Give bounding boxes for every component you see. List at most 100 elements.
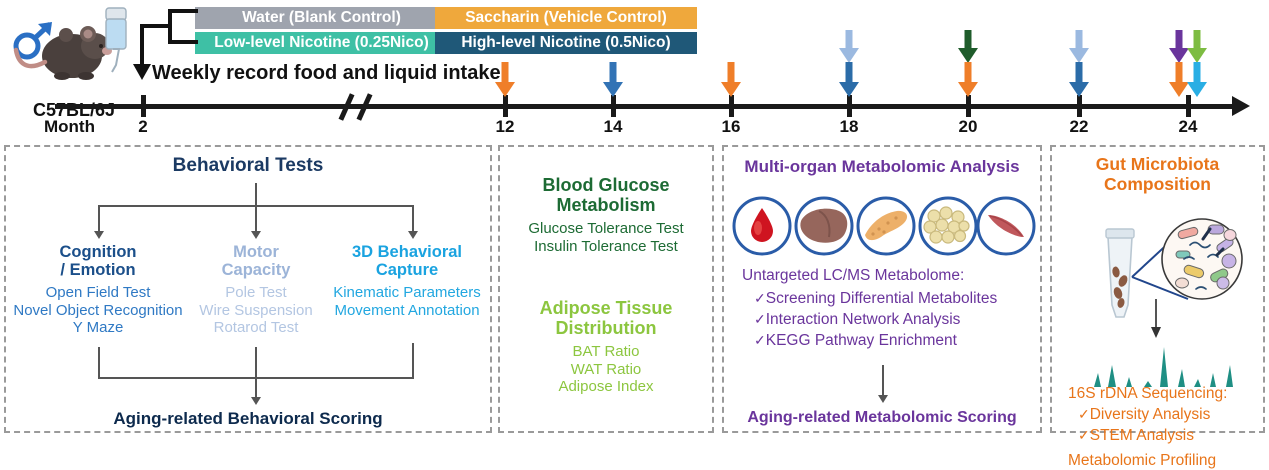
bullet-item: ✓KEGG Pathway Enrichment bbox=[754, 331, 997, 352]
bullet-label: Diversity Analysis bbox=[1089, 406, 1211, 423]
arrow-head bbox=[839, 82, 859, 97]
arrow-shaft bbox=[964, 62, 972, 82]
event-arrow-month-22 bbox=[1067, 30, 1091, 70]
glucose-title: Blood Glucose Metabolism bbox=[542, 175, 670, 216]
panel-metabolism: Blood Glucose Metabolism Glucose Toleran… bbox=[498, 145, 714, 433]
adipose-item: WAT Ratio bbox=[570, 360, 642, 378]
behavior-item: Movement Annotation bbox=[334, 301, 480, 319]
legend-item-low-nicotine: Low-level Nicotine (0.25Nico) bbox=[195, 32, 448, 54]
tick-label-24: 24 bbox=[1178, 117, 1198, 136]
check-icon: ✓ bbox=[1078, 426, 1090, 443]
arrow-shaft bbox=[1175, 62, 1183, 82]
tick-12 bbox=[503, 95, 508, 117]
organ-icon-row bbox=[731, 195, 1037, 257]
branch-left-arrowhead bbox=[94, 231, 104, 239]
glucose-items: Glucose Tolerance Test Insulin Tolerance… bbox=[500, 220, 712, 255]
bullet-item: ✓Diversity Analysis bbox=[1078, 405, 1210, 426]
tick-18 bbox=[847, 95, 852, 117]
behavior-col-3d-capture: 3D Behavioral Capture Kinematic Paramete… bbox=[324, 243, 490, 319]
check-icon: ✓ bbox=[1078, 406, 1090, 422]
glucose-item: Insulin Tolerance Test bbox=[534, 238, 678, 255]
bacteria-magnified-icon bbox=[1161, 218, 1243, 300]
fecal-sample-tube-icon bbox=[1105, 228, 1135, 318]
arrow-shaft bbox=[609, 62, 617, 82]
arrow-head bbox=[603, 82, 623, 97]
branch-mid-drop bbox=[255, 205, 257, 231]
arrow-shaft bbox=[1175, 30, 1183, 48]
muscle-icon bbox=[976, 196, 1036, 256]
multiorgan-title: Multi-organ Metabolomic Analysis bbox=[744, 157, 1020, 176]
microbiota-illustration bbox=[1070, 195, 1250, 355]
tick-14 bbox=[611, 95, 616, 117]
behavior-col-motor: Motor Capacity Pole Test Wire Suspension… bbox=[182, 243, 330, 337]
adipose-items: BAT Ratio WAT Ratio Adipose Index bbox=[500, 343, 712, 396]
microbiota-footer: Metabolomic Profiling bbox=[1068, 452, 1217, 469]
arrow-shaft bbox=[845, 62, 853, 82]
panel-multiorgan-metabolomic: Multi-organ Metabolomic Analysis bbox=[722, 145, 1042, 433]
branch-mid-arrowhead bbox=[251, 231, 261, 239]
legend-item-water: Water (Blank Control) bbox=[195, 7, 448, 29]
panel-gut-microbiota: Gut Microbiota Composition bbox=[1050, 145, 1265, 469]
tick-20 bbox=[966, 95, 971, 117]
event-arrow-month-20 bbox=[956, 30, 980, 70]
arrow-shaft bbox=[1193, 62, 1201, 82]
event-arrow-month-16 bbox=[719, 62, 743, 102]
event-arrow-month-22 bbox=[1067, 62, 1091, 102]
timeline-axis bbox=[55, 104, 1235, 109]
event-arrow-month-24 bbox=[1167, 62, 1191, 102]
event-arrow-month-20 bbox=[956, 62, 980, 102]
bullet-item: ✓Screening Differential Metabolites bbox=[754, 289, 997, 310]
event-arrow-month-18 bbox=[837, 30, 861, 70]
multiorgan-flow-arrowhead bbox=[878, 395, 888, 403]
behavior-col-cognition: Cognition / Emotion Open Field Test Nove… bbox=[8, 243, 188, 337]
arrow-head bbox=[958, 82, 978, 97]
event-arrow-month-12 bbox=[493, 62, 517, 102]
converge-stem bbox=[255, 377, 257, 399]
bracket-top-arm bbox=[168, 9, 198, 13]
microbiota-bullets: ✓Diversity Analysis ✓STEM Analysis bbox=[1078, 405, 1210, 447]
bullet-label: STEM Analysis bbox=[1089, 426, 1194, 444]
event-arrow-month-24 bbox=[1167, 30, 1191, 70]
bullet-label: Screening Differential Metabolites bbox=[765, 290, 998, 307]
adipose-item: Adipose Index bbox=[558, 378, 654, 396]
col-items: Open Field Test Novel Object Recognition… bbox=[8, 284, 188, 337]
branch-right-arrowhead bbox=[408, 231, 418, 239]
bullet-label: Interaction Network Analysis bbox=[765, 310, 961, 328]
col-heading: 3D Behavioral Capture bbox=[351, 243, 463, 280]
col-heading: Cognition / Emotion bbox=[59, 243, 137, 280]
animal-illustration bbox=[0, 2, 150, 112]
panel-behavioral-tests: Behavioral Tests Cognition / Emotion Ope… bbox=[4, 145, 492, 433]
tick-24 bbox=[1186, 95, 1191, 117]
water-bottle-icon bbox=[105, 7, 127, 73]
weekly-record-note: Weekly record food and liquid intake bbox=[152, 62, 501, 84]
arrow-head bbox=[1187, 82, 1207, 97]
glucose-item: Glucose Tolerance Test bbox=[528, 220, 684, 238]
branch-stem bbox=[255, 183, 257, 207]
tick-2 bbox=[141, 95, 146, 117]
check-icon: ✓ bbox=[754, 290, 766, 306]
bullet-item: ✓STEM Analysis bbox=[1078, 426, 1210, 447]
arrow-shaft bbox=[1075, 30, 1083, 48]
bracket-stem bbox=[140, 24, 170, 28]
behavior-item: Pole Test bbox=[225, 283, 287, 301]
chromatogram-icon bbox=[1082, 343, 1242, 389]
tick-label-2: 2 bbox=[138, 117, 148, 136]
tick-16 bbox=[729, 95, 734, 117]
event-arrow-month-18 bbox=[837, 62, 861, 102]
legend-label: Water (Blank Control) bbox=[242, 9, 401, 26]
tick-label-16: 16 bbox=[721, 117, 741, 136]
legend-item-high-nicotine: High-level Nicotine (0.5Nico) bbox=[435, 32, 697, 54]
col-heading: Motor Capacity bbox=[221, 243, 291, 280]
male-symbol-icon bbox=[13, 22, 52, 60]
event-arrow-month-24 bbox=[1185, 62, 1209, 102]
arrow-shaft bbox=[501, 62, 509, 82]
branch-right-drop bbox=[412, 205, 414, 231]
bracket-bottom-arm bbox=[168, 40, 198, 44]
col-items: Kinematic Parameters Movement Annotation bbox=[324, 284, 490, 319]
behavior-item: Y Maze bbox=[72, 319, 124, 337]
arrow-head bbox=[958, 48, 978, 63]
converge-left-drop bbox=[98, 347, 100, 379]
tick-label-18: 18 bbox=[839, 117, 859, 136]
converge-right-drop bbox=[412, 343, 414, 379]
tick-label-14: 14 bbox=[603, 117, 623, 136]
